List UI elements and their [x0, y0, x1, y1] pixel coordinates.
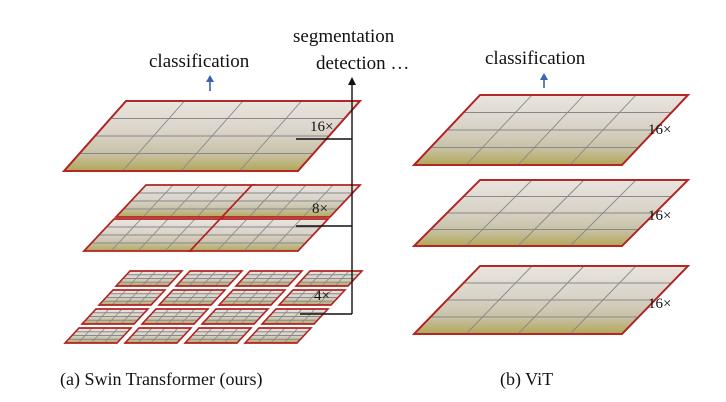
stage-4x-window-12-grid-line [300, 308, 316, 325]
stage-4x-window-9-grid-line [120, 308, 136, 325]
caption-vit: (b) ViT [500, 369, 553, 390]
vit-layer-2 [411, 179, 691, 247]
stage-8x-window-2-border [220, 184, 362, 218]
stage-8x-window-4-border [188, 218, 330, 252]
stage-4x-window-8-grid-line [317, 289, 333, 306]
scale-label-16x: 16× [310, 119, 333, 135]
stage-4x-window-11-border [200, 308, 270, 325]
stage-8x-window-4-grid-line [270, 218, 302, 252]
left-classification-arrowhead [206, 75, 214, 82]
vit-scale-label-3: 16× [648, 296, 671, 312]
left-panel: classification 16× 8× 4× segmentation de… [60, 26, 409, 390]
stage-4x-window-13-border [63, 327, 133, 344]
stage-16x-window-grid-line [239, 100, 302, 172]
stage-4x-window-6-border [157, 289, 227, 306]
vit-scale-label-1: 16× [648, 122, 671, 138]
stage-4x-window-15-border [183, 327, 253, 344]
stage-4x-window-2-border [174, 270, 244, 287]
stage-8x [82, 184, 362, 252]
vit-layer-3-map-grid-line [569, 265, 637, 335]
tasks-detection: detection … [316, 53, 409, 74]
stage-8x-window-3-grid-line [164, 218, 196, 252]
stage-4x-window-7-grid-line [257, 289, 273, 306]
vit-layer-3 [411, 265, 691, 335]
stage-4x-window-1-border [114, 270, 184, 287]
stage-4x-window-3-grid-line [274, 270, 290, 287]
vit-layer-2-map-border [411, 179, 691, 247]
stage-4x-window-9-border [80, 308, 150, 325]
stage-4x-window-5-grid-line [137, 289, 153, 306]
caption-swin: (a) Swin Transformer (ours) [60, 369, 262, 390]
right-classification-label: classification [485, 48, 586, 69]
stage-4x-window-14-grid-line [163, 327, 179, 344]
stage-4x-window-7-border [217, 289, 287, 306]
vit-layer-1-map-grid-line [569, 94, 637, 166]
stage-4x-window-8-border [277, 289, 347, 306]
stage-4x-window-11-grid-line [240, 308, 256, 325]
right-classification-arrowhead [540, 73, 548, 80]
stage-4x-window-10-grid-line [180, 308, 196, 325]
stage-4x-window-16-border [243, 327, 313, 344]
stage-4x-window-12-border [260, 308, 330, 325]
stage-4x [63, 270, 364, 344]
stage-4x-window-13-grid-line [103, 327, 119, 344]
vit-layer-3-map-border [411, 265, 691, 335]
stage-4x-window-3-border [234, 270, 304, 287]
stage-16x [62, 100, 362, 172]
vit-layer-1 [411, 94, 691, 166]
vit-layer-2-map-grid-line [569, 179, 637, 247]
stage-4x-window-10-border [140, 308, 210, 325]
stage-4x-window-4-border [294, 270, 364, 287]
stage-4x-window-14-border [123, 327, 193, 344]
stage-4x-window-2-grid-line [214, 270, 230, 287]
stage-4x-window-16-grid-line [283, 327, 299, 344]
stage-8x-window-1-grid-line [196, 184, 228, 218]
stage-4x-window-4-grid-line [334, 270, 350, 287]
stage-4x-window-1-grid-line [154, 270, 170, 287]
stage-4x-window-6-grid-line [197, 289, 213, 306]
vit-scale-label-2: 16× [648, 208, 671, 224]
left-classification-label: classification [149, 51, 250, 72]
stage-8x-window-2-grid-line [302, 184, 334, 218]
stage-4x-window-15-grid-line [223, 327, 239, 344]
right-panel: classification 16× 16× 16× (b) ViT [411, 48, 691, 390]
stage-4x-window-5-border [97, 289, 167, 306]
stage-16x-window-border [62, 100, 362, 172]
tasks-segmentation: segmentation [293, 26, 395, 47]
scale-label-8x: 8× [312, 201, 328, 217]
scale-label-4x: 4× [314, 288, 330, 304]
vit-layer-1-map-border [411, 94, 691, 166]
